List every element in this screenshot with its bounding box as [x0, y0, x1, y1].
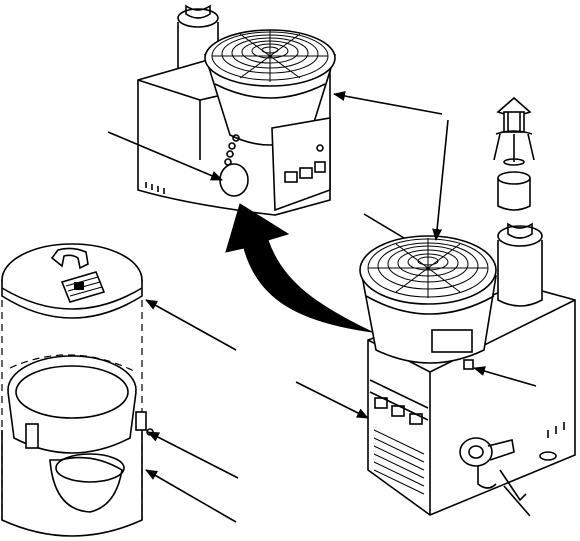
leader-lines: [107, 91, 537, 523]
bottom-unit-control-panel: [369, 379, 429, 495]
rotation-arrow: [225, 203, 373, 333]
drain-cap-chain: [219, 134, 249, 197]
leader-control-panel: [295, 381, 369, 419]
leader-latch: [473, 366, 537, 387]
pot-clip-right: [135, 411, 147, 431]
pot-clip-left: [25, 423, 39, 449]
leader-grille-short: [363, 213, 405, 239]
bottom-unit-stack: [497, 222, 543, 307]
inner-pot: [7, 355, 154, 513]
leader-top-pot: [333, 91, 443, 115]
fuel-can-assembly: [1, 243, 154, 537]
leader-can-lid: [145, 299, 237, 351]
leader-pot-clip: [147, 431, 239, 479]
stack-cap-body: [503, 111, 525, 133]
lid-handle: [50, 247, 89, 270]
leader-drain-cap: [107, 131, 223, 181]
pot-label-plate: [431, 329, 473, 353]
bottom-heater-unit: [359, 222, 576, 517]
leader-bottom-grille: [432, 119, 449, 241]
stack-bracket: [493, 130, 535, 166]
drain-cap: [219, 163, 249, 197]
leader-outer-can: [145, 469, 237, 523]
burner-valve-assembly: [459, 437, 557, 517]
top-unit-control-panel: [271, 117, 331, 212]
exploded-stack-parts: [493, 96, 535, 211]
lid-data-plate: [60, 271, 106, 303]
can-lid: [1, 243, 143, 319]
stack-tube: [497, 171, 531, 211]
outer-can: [1, 430, 143, 537]
latch: [463, 359, 474, 370]
top-heater-unit: [137, 4, 337, 216]
bottom-unit-pot: [359, 235, 497, 364]
